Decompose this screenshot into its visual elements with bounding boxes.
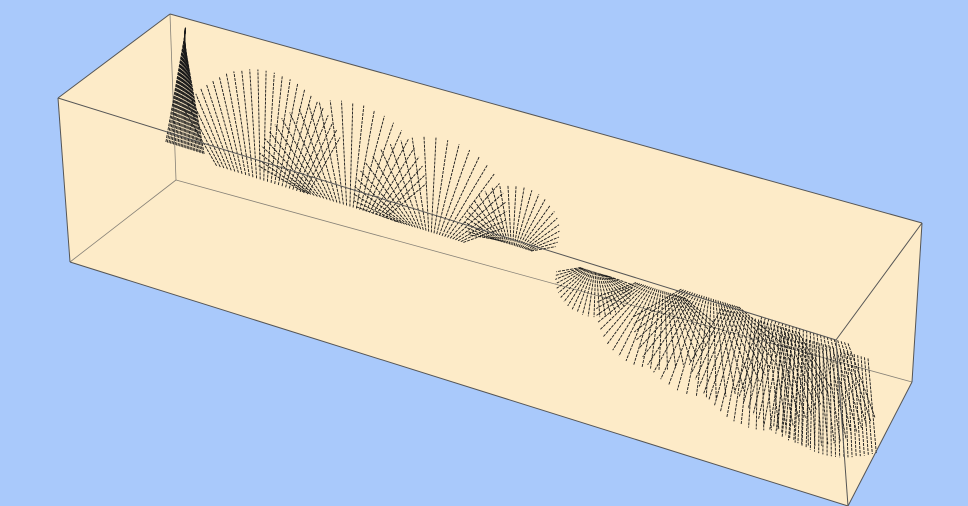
transparent-box-3d-view — [0, 0, 968, 506]
visualization-canvas — [0, 0, 968, 506]
